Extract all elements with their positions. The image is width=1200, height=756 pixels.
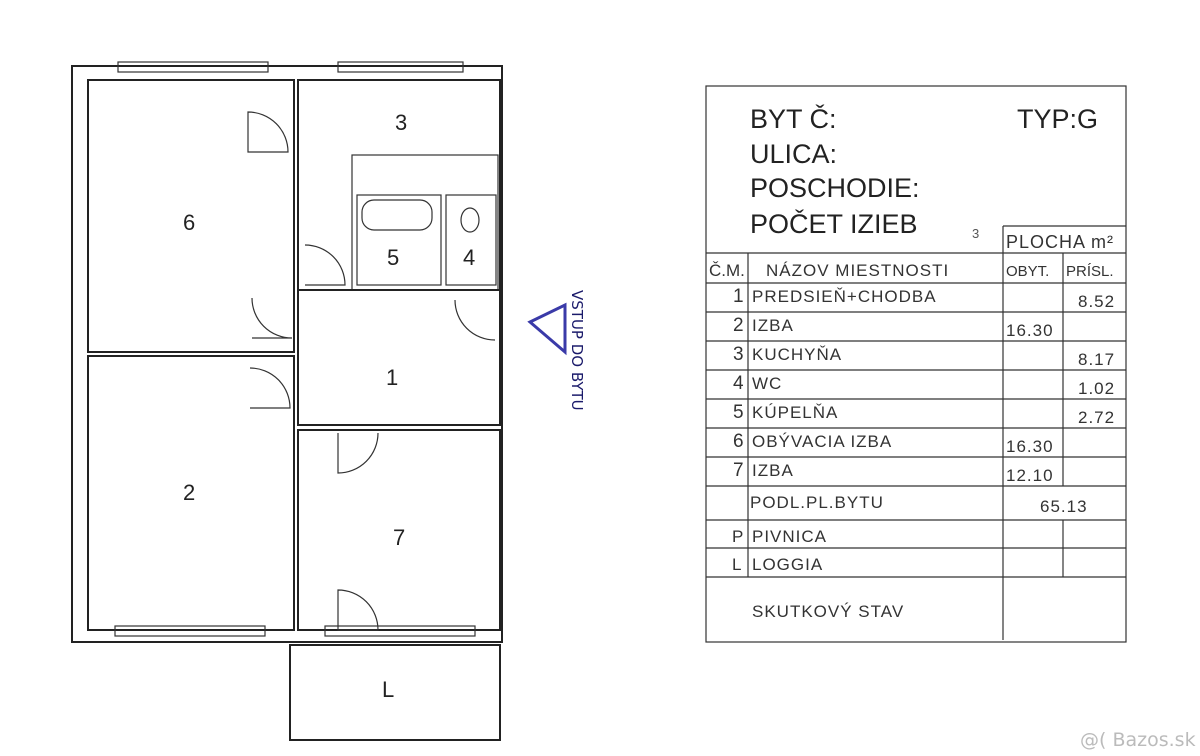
room-label-3: 3 bbox=[395, 110, 407, 135]
col-obyt: OBYT. bbox=[1006, 263, 1049, 280]
loggia-outline bbox=[289, 644, 501, 741]
row-obyt-area: 16.30 bbox=[1006, 437, 1054, 456]
total-value: 65.13 bbox=[1040, 497, 1088, 516]
room-5-outline bbox=[356, 194, 442, 286]
row-prisl-area: 8.52 bbox=[1078, 292, 1115, 311]
room-label-5: 5 bbox=[387, 245, 399, 270]
room-label-2: 2 bbox=[183, 480, 195, 505]
row-number: 2 bbox=[733, 315, 745, 336]
footer-label: SKUTKOVÝ STAV bbox=[752, 602, 904, 621]
row-room-name: KÚPELŇA bbox=[752, 403, 838, 422]
row-room-name: OBÝVACIA IZBA bbox=[752, 432, 892, 451]
room-label-loggia: L bbox=[382, 677, 394, 702]
col-name: NÁZOV MIESTNOSTI bbox=[766, 261, 949, 280]
extra-row-name: LOGGIA bbox=[752, 555, 823, 574]
row-obyt-area: 16.30 bbox=[1006, 321, 1054, 340]
toilet-icon bbox=[460, 207, 480, 233]
floor-plan: 6 3 5 4 1 2 7 L VSTUP DO BYTU bbox=[71, 61, 586, 741]
window bbox=[114, 625, 266, 637]
byt-label: BYT Č: bbox=[750, 103, 837, 134]
row-number: 3 bbox=[733, 344, 745, 365]
col-cm: Č.M. bbox=[709, 261, 745, 280]
row-number: 4 bbox=[733, 373, 745, 394]
row-number: 5 bbox=[733, 402, 745, 423]
door-swing bbox=[454, 299, 496, 341]
door-swing bbox=[304, 244, 346, 286]
row-prisl-area: 1.02 bbox=[1078, 379, 1115, 398]
bathroom-block bbox=[351, 154, 499, 291]
door-swing bbox=[337, 589, 379, 631]
total-label: PODL.PL.BYTU bbox=[750, 493, 884, 512]
row-number: 6 bbox=[733, 431, 745, 452]
pocet-izieb-value: 3 bbox=[972, 226, 979, 241]
room-4-outline bbox=[445, 194, 497, 286]
door-swing bbox=[247, 111, 289, 153]
col-prisl: PRÍSL. bbox=[1066, 263, 1114, 280]
room-7-outline bbox=[297, 429, 501, 631]
pocet-izieb-label: POČET IZIEB bbox=[750, 208, 918, 239]
row-prisl-area: 8.17 bbox=[1078, 350, 1115, 369]
row-number: 1 bbox=[733, 286, 745, 307]
row-obyt-area: 12.10 bbox=[1006, 466, 1054, 485]
room-label-1: 1 bbox=[386, 365, 398, 390]
door-swing bbox=[251, 297, 293, 339]
title-block: BYT Č: TYP:G ULICA: POSCHODIE: POČET IZI… bbox=[705, 85, 1127, 643]
row-prisl-area: 2.72 bbox=[1078, 408, 1115, 427]
outer-wall bbox=[71, 65, 503, 643]
plocha-header: PLOCHA m² bbox=[1006, 232, 1114, 252]
ulica-label: ULICA: bbox=[750, 139, 837, 169]
extra-row-name: PIVNICA bbox=[752, 527, 827, 546]
entrance-triangle-icon bbox=[527, 302, 567, 356]
bathtub-icon bbox=[361, 199, 433, 231]
room-label-6: 6 bbox=[183, 210, 195, 235]
row-number: 7 bbox=[733, 460, 745, 481]
window bbox=[337, 61, 464, 73]
row-room-name: IZBA bbox=[752, 461, 794, 480]
room-1-outline bbox=[297, 289, 501, 426]
extra-row-num: P bbox=[732, 527, 744, 546]
typ-label: TYP:G bbox=[1017, 104, 1098, 134]
room-2-outline bbox=[87, 355, 295, 631]
door-swing bbox=[337, 432, 379, 474]
room-label-4: 4 bbox=[463, 245, 475, 270]
row-room-name: IZBA bbox=[752, 316, 794, 335]
watermark-logo: @( Bazos.sk bbox=[1080, 729, 1196, 751]
poschodie-label: POSCHODIE: bbox=[750, 173, 920, 203]
room-6-outline bbox=[87, 79, 295, 353]
door-swing bbox=[249, 367, 291, 409]
window bbox=[117, 61, 269, 73]
row-room-name: KUCHYŇA bbox=[752, 345, 842, 364]
room-label-7: 7 bbox=[393, 525, 405, 550]
entrance-note: VSTUP DO BYTU bbox=[568, 290, 586, 411]
row-room-name: PREDSIEŇ+CHODBA bbox=[752, 287, 937, 306]
extra-row-num: L bbox=[732, 555, 742, 574]
window bbox=[324, 625, 476, 637]
table-border bbox=[705, 85, 1127, 643]
row-room-name: WC bbox=[752, 374, 782, 393]
